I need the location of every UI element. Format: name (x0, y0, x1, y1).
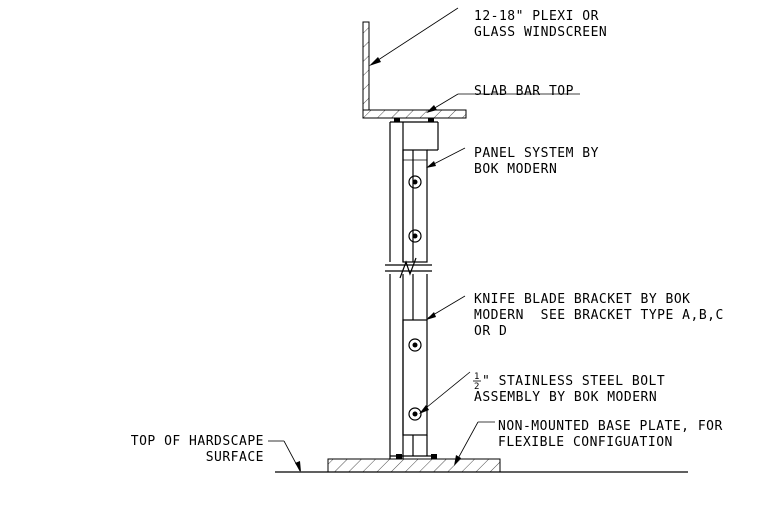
knife-blade-label-line2: MODERN SEE BRACKET TYPE A,B,C (474, 308, 724, 323)
bolt-lower-1 (408, 338, 422, 352)
windscreen-label-line1: 12-18" PLEXI OR (474, 9, 599, 24)
hardscape-label-line2: SURFACE (206, 450, 264, 465)
windscreen-panel (362, 21, 370, 111)
leader-bolt (419, 371, 471, 414)
base-plate (327, 458, 501, 473)
panel-system-label-line1: PANEL SYSTEM BY (474, 146, 599, 161)
leader-knife-blade (426, 295, 466, 320)
knife-blade-bracket (402, 274, 428, 456)
bolt-lower-2 (408, 407, 422, 421)
hardscape-label-line1: TOP OF HARDSCAPE (131, 434, 264, 449)
panel-system-label-line2: BOK MODERN (474, 162, 557, 177)
base-plate-label-line2: FLEXIBLE CONFIGUATION (498, 435, 673, 450)
bolt-label-line2: ASSEMBLY BY BOK MODERN (474, 390, 657, 405)
bolt-label-line1: " STAINLESS STEEL BOLT (482, 374, 665, 389)
slab-bar-top-label: SLAB BAR TOP (474, 84, 574, 99)
slab-bar-fastener-right (428, 118, 434, 122)
bolt-fraction-numerator: 1 (474, 372, 480, 382)
leader-hardscape (268, 440, 301, 472)
leader-slab-bar (426, 93, 580, 113)
slab-bar-top (362, 109, 467, 119)
bolt-fraction-denominator: 2 (474, 382, 480, 392)
leader-base-plate (454, 421, 495, 466)
leader-windscreen (369, 7, 459, 66)
post-upper (389, 121, 439, 262)
windscreen-label-line2: GLASS WINDSCREEN (474, 25, 607, 40)
base-plate-stud-right (431, 454, 437, 459)
bolt-upper-2 (408, 229, 422, 243)
bolt-upper-1 (408, 175, 422, 189)
break-line (385, 257, 432, 279)
slab-bar-fastener-left (394, 118, 400, 122)
post-lower (389, 274, 432, 459)
base-plate-label-line1: NON-MOUNTED BASE PLATE, FOR (498, 419, 723, 434)
panel-upper-bracket (402, 149, 438, 263)
knife-blade-label-line3: OR D (474, 324, 507, 339)
knife-blade-label-line1: KNIFE BLADE BRACKET BY BOK (474, 292, 691, 307)
leader-panel-system (426, 147, 466, 168)
